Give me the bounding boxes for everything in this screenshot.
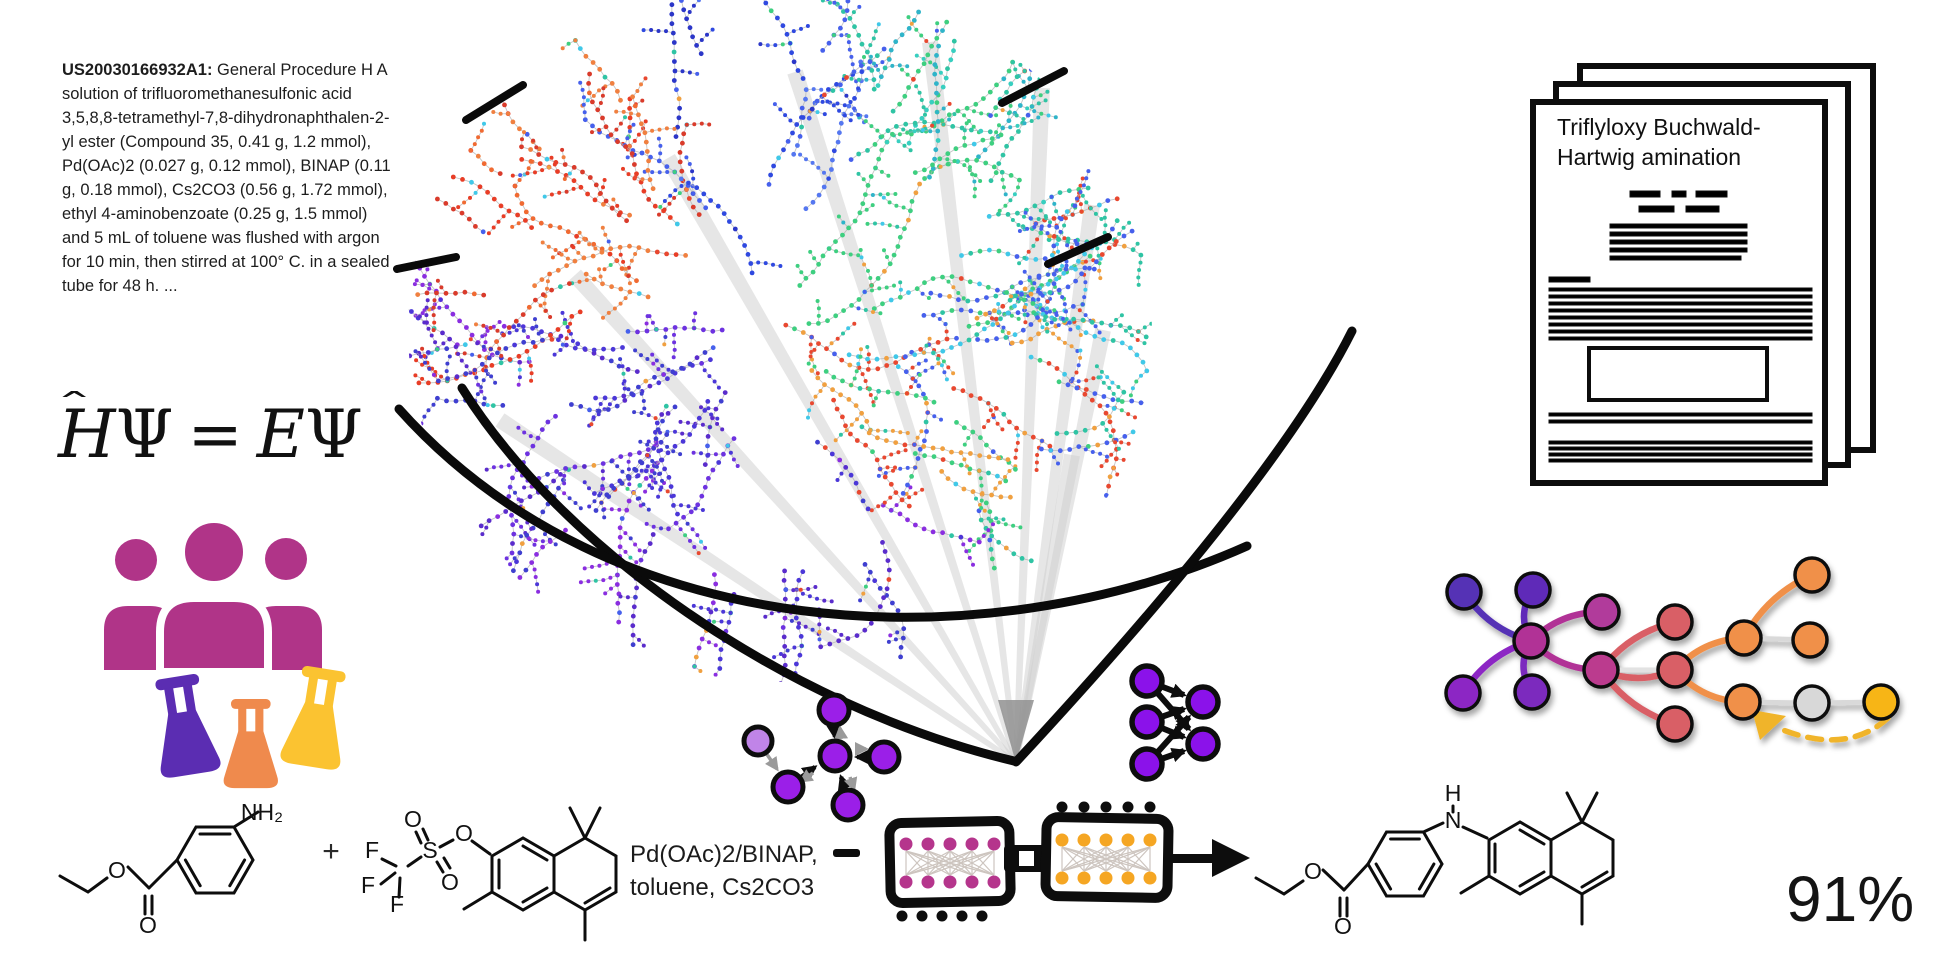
- graph-node-center: [817, 738, 853, 774]
- graph-node: [770, 769, 806, 805]
- equation-lhs-state: Ψ: [115, 396, 174, 473]
- patent-body: General Procedure H A solution of triflu…: [62, 61, 391, 295]
- plus-sign: +: [322, 835, 340, 868]
- tree-node: [1791, 621, 1829, 659]
- tree-node: [1444, 674, 1482, 712]
- atom-label: O: [404, 806, 422, 832]
- tree-node: [1656, 651, 1694, 689]
- decoder-box: [1040, 812, 1174, 903]
- autoencoder: [884, 801, 1174, 922]
- yield-value: 91%: [1786, 863, 1915, 935]
- reaction-tree-cloud: [408, 0, 1152, 682]
- paper-title-line2: Hartwig amination: [1557, 144, 1742, 170]
- atom-label: O: [108, 857, 126, 883]
- person-body-center: [156, 594, 272, 676]
- paper-abstract-lines: [1609, 223, 1748, 261]
- people-group-icon: [104, 515, 322, 676]
- atom-label: O: [441, 869, 459, 895]
- product-molecule: O O N H: [1254, 780, 1615, 939]
- token-dots-top: [1056, 801, 1156, 813]
- paper-stack-icon: [1530, 63, 1876, 486]
- tree-node: [1445, 573, 1483, 611]
- tree-node: [1582, 651, 1620, 689]
- paper-section-mark: [1548, 276, 1591, 283]
- graph-node: [816, 692, 852, 728]
- token-dots-bottom: [896, 910, 988, 922]
- tree-node: [1656, 603, 1694, 641]
- atom-label: NH₂: [241, 799, 283, 825]
- tree-node: [1513, 673, 1551, 711]
- atom-label: O: [139, 912, 157, 938]
- flask-icon-purple: [155, 673, 221, 778]
- paper-footer-lines: [1548, 412, 1813, 463]
- person-head-left: [115, 539, 157, 581]
- atom-label: H: [1445, 780, 1462, 806]
- reactant-ethyl-4-aminobenzoate: O O NH₂: [58, 799, 283, 938]
- paper-title: Triflyloxy Buchwald- Hartwig amination: [1557, 112, 1829, 172]
- equation-rhs-state: Ψ: [304, 396, 363, 473]
- atom-label: O: [455, 820, 473, 846]
- paper-body-lines: [1548, 287, 1813, 341]
- tree-node: [1656, 705, 1694, 743]
- atom-label: F: [361, 872, 375, 898]
- tree-node: [1514, 571, 1552, 609]
- atom-label: O: [1304, 858, 1322, 884]
- person-head-center: [177, 515, 251, 589]
- tree-node: [1583, 593, 1621, 631]
- flask-icon-orange: [223, 699, 278, 789]
- conditions-line2: toluene, Cs2CO3: [630, 874, 815, 901]
- reaction-arrow: [1172, 839, 1250, 877]
- neural-network-icon: [1129, 663, 1221, 782]
- equation-equals: =: [187, 396, 243, 473]
- conditions-line1: Pd(OAc)2/BINAP,: [630, 841, 818, 868]
- tree-node: [1862, 683, 1900, 721]
- encoder-neurons: [899, 837, 1001, 889]
- hat-accent: ˆ: [55, 386, 94, 426]
- person-head-right: [265, 538, 307, 580]
- molecule-graph-icon: [741, 692, 902, 823]
- equation-coefficient: E: [256, 396, 305, 473]
- reaction-conditions: Pd(OAc)2/BINAP, toluene, Cs2CO3: [630, 838, 818, 904]
- tree-node: [1512, 622, 1550, 660]
- atom-label: F: [365, 837, 379, 863]
- paper-figure-box: [1587, 346, 1769, 402]
- tree-node: [1725, 619, 1763, 657]
- atom-label: N: [1445, 807, 1462, 833]
- latent-square: [1019, 851, 1034, 866]
- decoder-neurons: [1055, 833, 1157, 885]
- search-tree-diagram: [1444, 556, 1900, 743]
- paper-author-dashes: [1629, 190, 1728, 213]
- tree-node: [1724, 683, 1762, 721]
- patent-excerpt: US20030166932A1: General Procedure H A s…: [62, 58, 396, 298]
- flask-icons: [155, 665, 346, 789]
- flask-icon-yellow: [280, 665, 346, 770]
- atom-label: F: [390, 891, 404, 917]
- paper-title-line1: Triflyloxy Buchwald-: [1557, 114, 1761, 140]
- graph-node: [830, 787, 866, 823]
- conditions-dash: [833, 849, 860, 857]
- tree-node: [1793, 684, 1831, 722]
- atom-label: S: [422, 837, 437, 863]
- funnel-outline: [393, 67, 1357, 767]
- graph-node-root: [741, 724, 775, 758]
- equation-operator: H: [58, 396, 116, 473]
- funnel-rays: [495, 41, 1111, 765]
- graph-node: [866, 739, 902, 775]
- reactant-aryl-triflate: F F F S O O O: [361, 806, 618, 942]
- patent-id: US20030166932A1:: [62, 61, 213, 79]
- tree-node: [1793, 556, 1831, 594]
- atom-label: O: [1334, 913, 1352, 939]
